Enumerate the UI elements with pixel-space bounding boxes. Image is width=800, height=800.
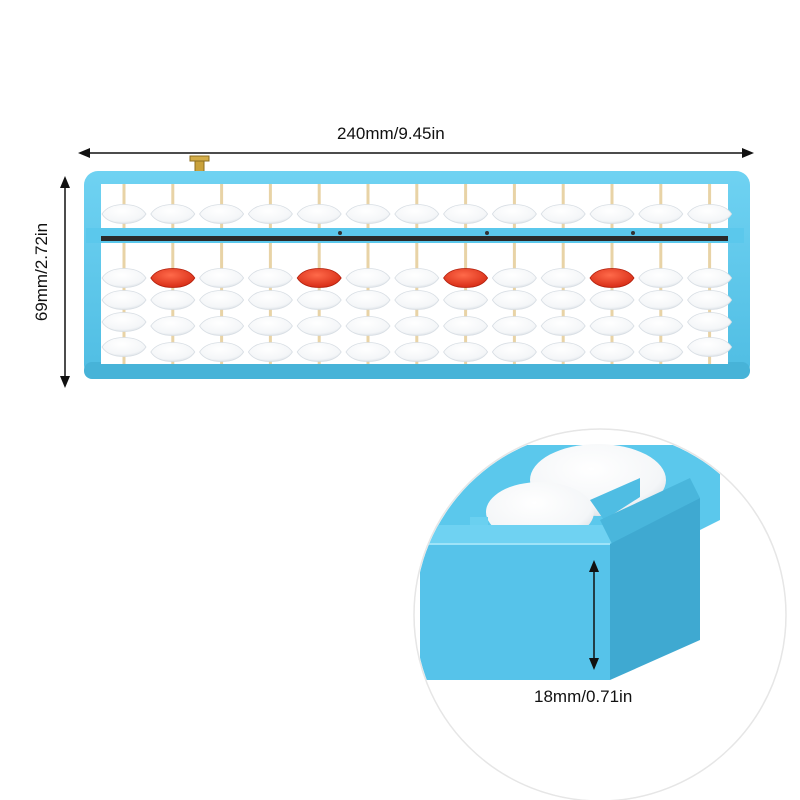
lower-bead xyxy=(199,268,245,288)
upper-bead xyxy=(247,204,293,224)
lower-bead xyxy=(296,342,342,362)
lower-bead xyxy=(491,342,537,362)
width-dimension-label: 240mm/9.45in xyxy=(337,124,445,143)
upper-bead xyxy=(101,204,147,224)
lower-bead xyxy=(589,316,635,336)
upper-bead xyxy=(199,204,245,224)
lower-bead xyxy=(345,316,391,336)
depth-dimension-label: 18mm/0.71in xyxy=(534,687,633,706)
lower-bead xyxy=(491,268,537,288)
lower-bead xyxy=(296,316,342,336)
marker-bead xyxy=(150,268,196,288)
lower-bead xyxy=(199,290,245,310)
lower-bead xyxy=(394,342,440,362)
lower-bead xyxy=(638,290,684,310)
upper-bead xyxy=(638,204,684,224)
lower-bead xyxy=(101,290,147,310)
lower-bead xyxy=(394,316,440,336)
upper-bead xyxy=(296,204,342,224)
lower-bead xyxy=(687,290,733,310)
upper-bead xyxy=(589,204,635,224)
lower-bead xyxy=(589,342,635,362)
lower-bead xyxy=(247,316,293,336)
lower-bead xyxy=(687,337,733,357)
lower-bead xyxy=(394,268,440,288)
lower-bead xyxy=(394,290,440,310)
lower-bead xyxy=(150,342,196,362)
lower-bead xyxy=(101,312,147,332)
lower-bead xyxy=(247,342,293,362)
lower-bead xyxy=(199,342,245,362)
lower-bead xyxy=(540,290,586,310)
beads xyxy=(101,204,733,362)
lower-bead xyxy=(540,268,586,288)
lower-bead xyxy=(540,316,586,336)
lower-bead xyxy=(687,312,733,332)
marker-bead xyxy=(296,268,342,288)
lower-bead xyxy=(491,290,537,310)
width-dimension-arrow xyxy=(78,148,754,158)
lower-bead xyxy=(443,342,489,362)
marker-bead xyxy=(589,268,635,288)
lower-bead xyxy=(199,316,245,336)
upper-bead xyxy=(491,204,537,224)
lower-bead xyxy=(247,290,293,310)
lower-bead xyxy=(540,342,586,362)
lower-bead xyxy=(589,290,635,310)
lower-bead xyxy=(491,316,537,336)
height-dimension-label: 69mm/2.72in xyxy=(32,222,51,322)
height-dimension-arrow xyxy=(60,176,70,388)
upper-bead xyxy=(394,204,440,224)
lower-bead xyxy=(443,290,489,310)
lower-bead xyxy=(345,290,391,310)
lower-bead xyxy=(101,337,147,357)
lower-bead xyxy=(150,290,196,310)
lower-bead xyxy=(345,342,391,362)
lower-bead xyxy=(345,268,391,288)
lower-bead xyxy=(247,268,293,288)
lower-bead xyxy=(638,268,684,288)
upper-bead xyxy=(150,204,196,224)
upper-bead xyxy=(540,204,586,224)
upper-bead xyxy=(443,204,489,224)
lower-bead xyxy=(443,316,489,336)
lower-bead xyxy=(150,316,196,336)
lower-bead xyxy=(638,342,684,362)
upper-bead xyxy=(345,204,391,224)
lower-bead xyxy=(296,290,342,310)
abacus xyxy=(84,155,750,379)
zoom-detail xyxy=(413,428,787,800)
lower-bead xyxy=(101,268,147,288)
depth-dimension-arrow xyxy=(589,560,599,670)
upper-bead xyxy=(687,204,733,224)
lower-bead xyxy=(687,268,733,288)
marker-bead xyxy=(443,268,489,288)
lower-bead xyxy=(638,316,684,336)
